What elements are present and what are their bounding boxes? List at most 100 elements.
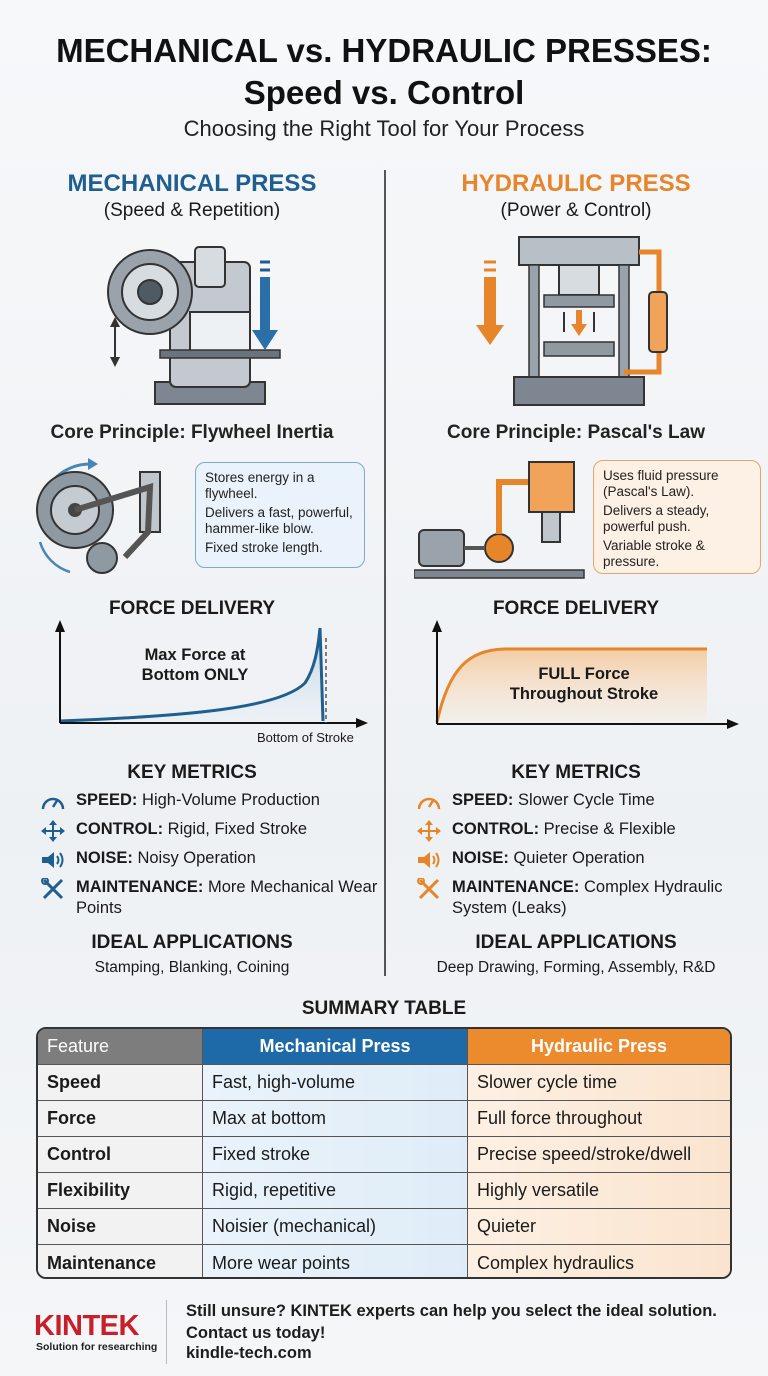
table-cell: Fast, high-volume: [203, 1065, 468, 1100]
hydraulic-info-bubble: Uses fluid pressure (Pascal's Law). Deli…: [593, 460, 761, 574]
bubble-line: Delivers a steady, powerful push.: [603, 503, 710, 534]
mechanical-force-area: [60, 628, 323, 721]
hydraulic-force-curve: [432, 620, 739, 729]
chart-label-line: Max Force at: [144, 646, 246, 664]
hydraulic-force-line: [435, 647, 707, 723]
table-cell: Noise: [38, 1209, 203, 1244]
bubble-line: Delivers a fast, powerful, hammer-like b…: [205, 505, 353, 536]
table-cell: Speed: [38, 1065, 203, 1100]
mechanical-metrics-title: KEY METRICS: [127, 762, 257, 783]
mechanical-force-line: [59, 627, 325, 723]
mechanical-info-bubble: Stores energy in a flywheel. Delivers a …: [195, 462, 365, 568]
table-header-cell: Mechanical Press: [203, 1029, 468, 1064]
table-cell: Full force throughout: [468, 1101, 730, 1136]
hydraulic-press-illustration: [476, 236, 668, 406]
table-cell: Fixed stroke: [203, 1137, 468, 1172]
metric-key: CONTROL:: [76, 820, 164, 838]
move-arrows-icon: [41, 820, 65, 842]
chart-label-line: Throughout Stroke: [509, 685, 659, 703]
table-row: Noise Noisier (mechanical) Quieter: [38, 1209, 730, 1245]
hydraulic-metrics-list: SPEED: Slower Cycle Time CONTROL: Precis…: [416, 790, 756, 927]
metric-value: Rigid, Fixed Stroke: [167, 820, 308, 838]
hydraulic-chart-label: FULL Force Throughout Stroke: [484, 664, 684, 704]
metric-speed: SPEED: Slower Cycle Time: [416, 790, 756, 811]
mechanical-apps-title: IDEAL APPLICATIONS: [91, 932, 293, 953]
bubble-line: Fixed stroke length.: [205, 540, 323, 555]
summary-title: SUMMARY TABLE: [301, 998, 467, 1019]
flywheel-mechanism-illustration: [36, 458, 161, 574]
metric-key: MAINTENANCE:: [452, 878, 580, 896]
main-title: MECHANICAL vs. HYDRAULIC PRESSES: Speed …: [0, 30, 768, 114]
mechanical-metrics-list: SPEED: High-Volume Production CONTROL: R…: [40, 790, 380, 927]
website-link[interactable]: kindle-tech.com: [186, 1344, 312, 1362]
table-header-row: Feature Mechanical Press Hydraulic Press: [38, 1029, 730, 1065]
table-header-cell: Hydraulic Press: [468, 1029, 730, 1064]
tools-icon: [417, 878, 440, 900]
mechanical-press-illustration: [107, 246, 281, 405]
summary-table: Feature Mechanical Press Hydraulic Press…: [36, 1027, 732, 1279]
table-cell: Highly versatile: [468, 1173, 730, 1208]
table-header-cell: Feature: [38, 1029, 203, 1064]
metric-key: SPEED:: [76, 791, 138, 809]
metric-value: Quieter Operation: [513, 849, 645, 867]
mechanical-force-title: FORCE DELIVERY: [108, 598, 276, 619]
table-cell: Control: [38, 1137, 203, 1172]
cta-line: Contact us today!: [186, 1324, 326, 1342]
table-cell: Noisier (mechanical): [203, 1209, 468, 1244]
table-cell: Slower cycle time: [468, 1065, 730, 1100]
metric-value: Precise & Flexible: [543, 820, 676, 838]
metric-key: NOISE:: [452, 849, 509, 867]
hydraulic-force-area: [437, 649, 707, 722]
hydraulic-apps: Deep Drawing, Forming, Assembly, R&D: [436, 959, 716, 976]
mechanical-principle: Core Principle: Flywheel Inertia: [50, 422, 334, 443]
cta-line: Still unsure? KINTEK experts can help yo…: [186, 1302, 717, 1320]
metric-control: CONTROL: Rigid, Fixed Stroke: [40, 819, 380, 842]
hydraulic-principle: Core Principle: Pascal's Law: [447, 422, 705, 443]
metric-maintenance: MAINTENANCE: More Mechanical Wear Points: [40, 877, 380, 919]
table-row: Control Fixed stroke Precise speed/strok…: [38, 1137, 730, 1173]
chart-label-line: FULL Force: [538, 665, 630, 683]
title-line-2: Speed vs. Control: [243, 74, 525, 111]
hydraulic-force-title: FORCE DELIVERY: [492, 598, 660, 619]
table-row: Flexibility Rigid, repetitive Highly ver…: [38, 1173, 730, 1209]
tools-icon: [41, 878, 64, 900]
metric-value: Noisy Operation: [137, 849, 256, 867]
metric-key: NOISE:: [76, 849, 133, 867]
table-cell: Max at bottom: [203, 1101, 468, 1136]
table-row: Maintenance More wear points Complex hyd…: [38, 1245, 730, 1277]
table-cell: Maintenance: [38, 1245, 203, 1277]
chart-label-line: Bottom ONLY: [141, 666, 249, 684]
bottom-of-stroke-label: Bottom of Stroke: [257, 730, 354, 745]
title-line-1: MECHANICAL vs. HYDRAULIC PRESSES:: [56, 32, 712, 69]
metric-noise: NOISE: Quieter Operation: [416, 848, 756, 869]
move-arrows-icon: [417, 820, 441, 842]
bubble-line: Variable stroke & pressure.: [603, 538, 705, 569]
mechanical-title: MECHANICAL PRESS: [67, 170, 317, 197]
metric-value: Complex Hydraulic System (Leaks): [452, 878, 723, 917]
hydraulic-apps-title: IDEAL APPLICATIONS: [475, 932, 677, 953]
table-row: Force Max at bottom Full force throughou…: [38, 1101, 730, 1137]
footer-divider: [166, 1300, 167, 1364]
metric-key: SPEED:: [452, 791, 514, 809]
hydraulic-title: HYDRAULIC PRESS: [461, 170, 691, 197]
gauge-icon: [41, 797, 65, 810]
gauge-icon: [417, 797, 441, 810]
kintek-logo: KINTEK: [34, 1310, 139, 1342]
bubble-line: Stores energy in a flywheel.: [205, 470, 315, 501]
table-row: Speed Fast, high-volume Slower cycle tim…: [38, 1065, 730, 1101]
column-divider: [384, 170, 386, 976]
speaker-icon: [418, 852, 440, 868]
metric-key: CONTROL:: [452, 820, 540, 838]
metric-noise: NOISE: Noisy Operation: [40, 848, 380, 869]
mechanical-force-curve: [55, 620, 368, 728]
table-cell: Flexibility: [38, 1173, 203, 1208]
metric-value: More Mechanical Wear Points: [76, 878, 378, 917]
metric-key: MAINTENANCE:: [76, 878, 204, 896]
mechanical-subtitle: (Speed & Repetition): [103, 200, 281, 221]
metric-value: Slower Cycle Time: [518, 791, 655, 809]
metric-control: CONTROL: Precise & Flexible: [416, 819, 756, 842]
table-cell: Complex hydraulics: [468, 1245, 730, 1277]
bubble-line: Uses fluid pressure (Pascal's Law).: [603, 468, 719, 499]
logo-tagline: Solution for researching: [36, 1341, 158, 1353]
table-cell: Rigid, repetitive: [203, 1173, 468, 1208]
